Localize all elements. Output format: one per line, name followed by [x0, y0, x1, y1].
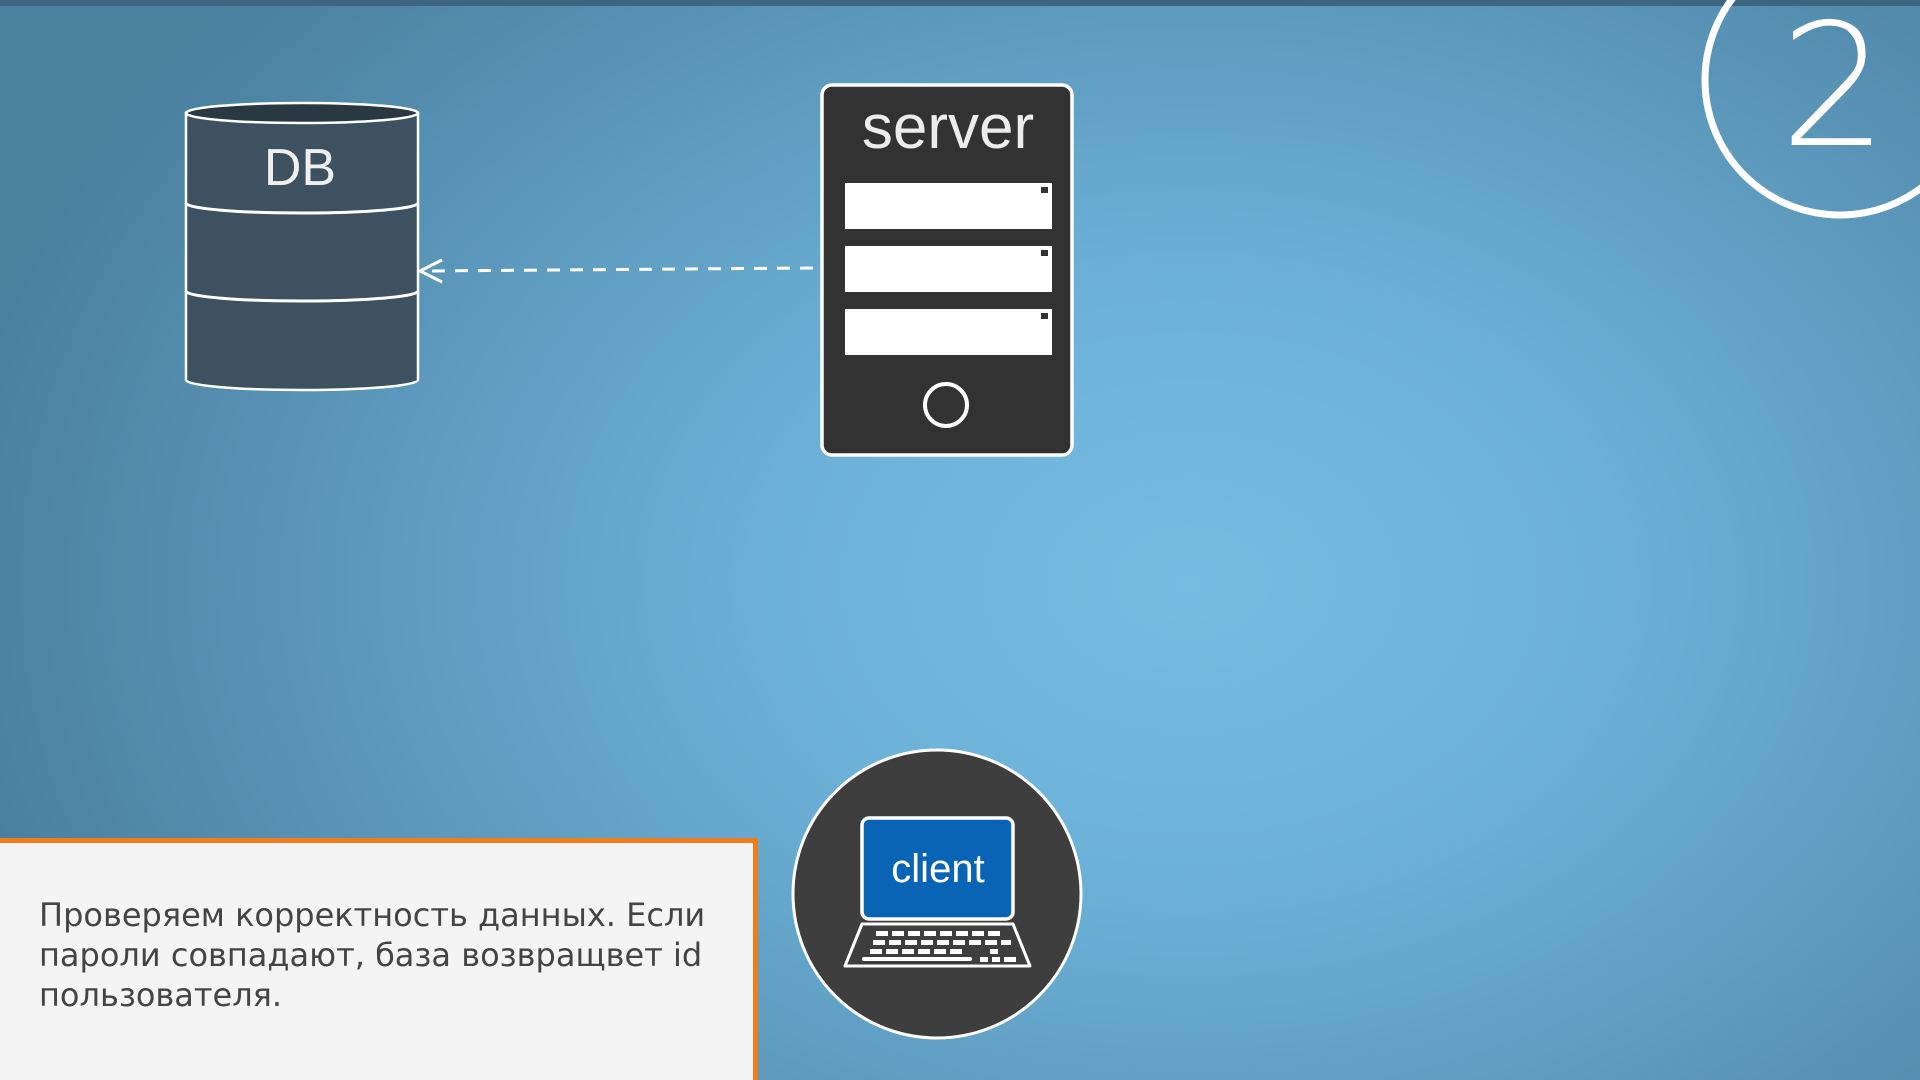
- server-to-db-arrow: [418, 258, 814, 284]
- server-power-button: [923, 382, 969, 428]
- client-icon: client: [791, 748, 1083, 1040]
- server-drive-led: [1041, 250, 1048, 256]
- step-circle: [1701, 0, 1920, 219]
- client-label: client: [891, 847, 984, 891]
- database-divider: [184, 290, 420, 303]
- arrow-head: [418, 258, 443, 284]
- database-body: [184, 111, 420, 392]
- db-label: DB: [264, 139, 336, 197]
- server-drive-bay: [845, 183, 1052, 229]
- server-icon: server: [820, 83, 1074, 457]
- arrow-line: [423, 266, 814, 273]
- step-badge: 2: [1701, 0, 1920, 219]
- caption-box: Проверяем корректность данных. Если паро…: [0, 838, 758, 1080]
- server-drive-led: [1041, 187, 1048, 193]
- server-drive-led: [1041, 313, 1048, 319]
- database-divider: [184, 202, 420, 215]
- laptop-screen: [860, 816, 1015, 921]
- caption-text: Проверяем корректность данных. Если паро…: [39, 896, 706, 1014]
- server-drive-bay: [845, 309, 1052, 355]
- slide-top-edge: [0, 0, 1920, 6]
- server-label: server: [862, 93, 1034, 162]
- database-top: [184, 101, 420, 125]
- server-drive-bay: [845, 246, 1052, 292]
- database-icon: DB: [184, 101, 420, 392]
- step-number: 2: [1780, 0, 1888, 186]
- laptop-keyboard: [862, 931, 1016, 962]
